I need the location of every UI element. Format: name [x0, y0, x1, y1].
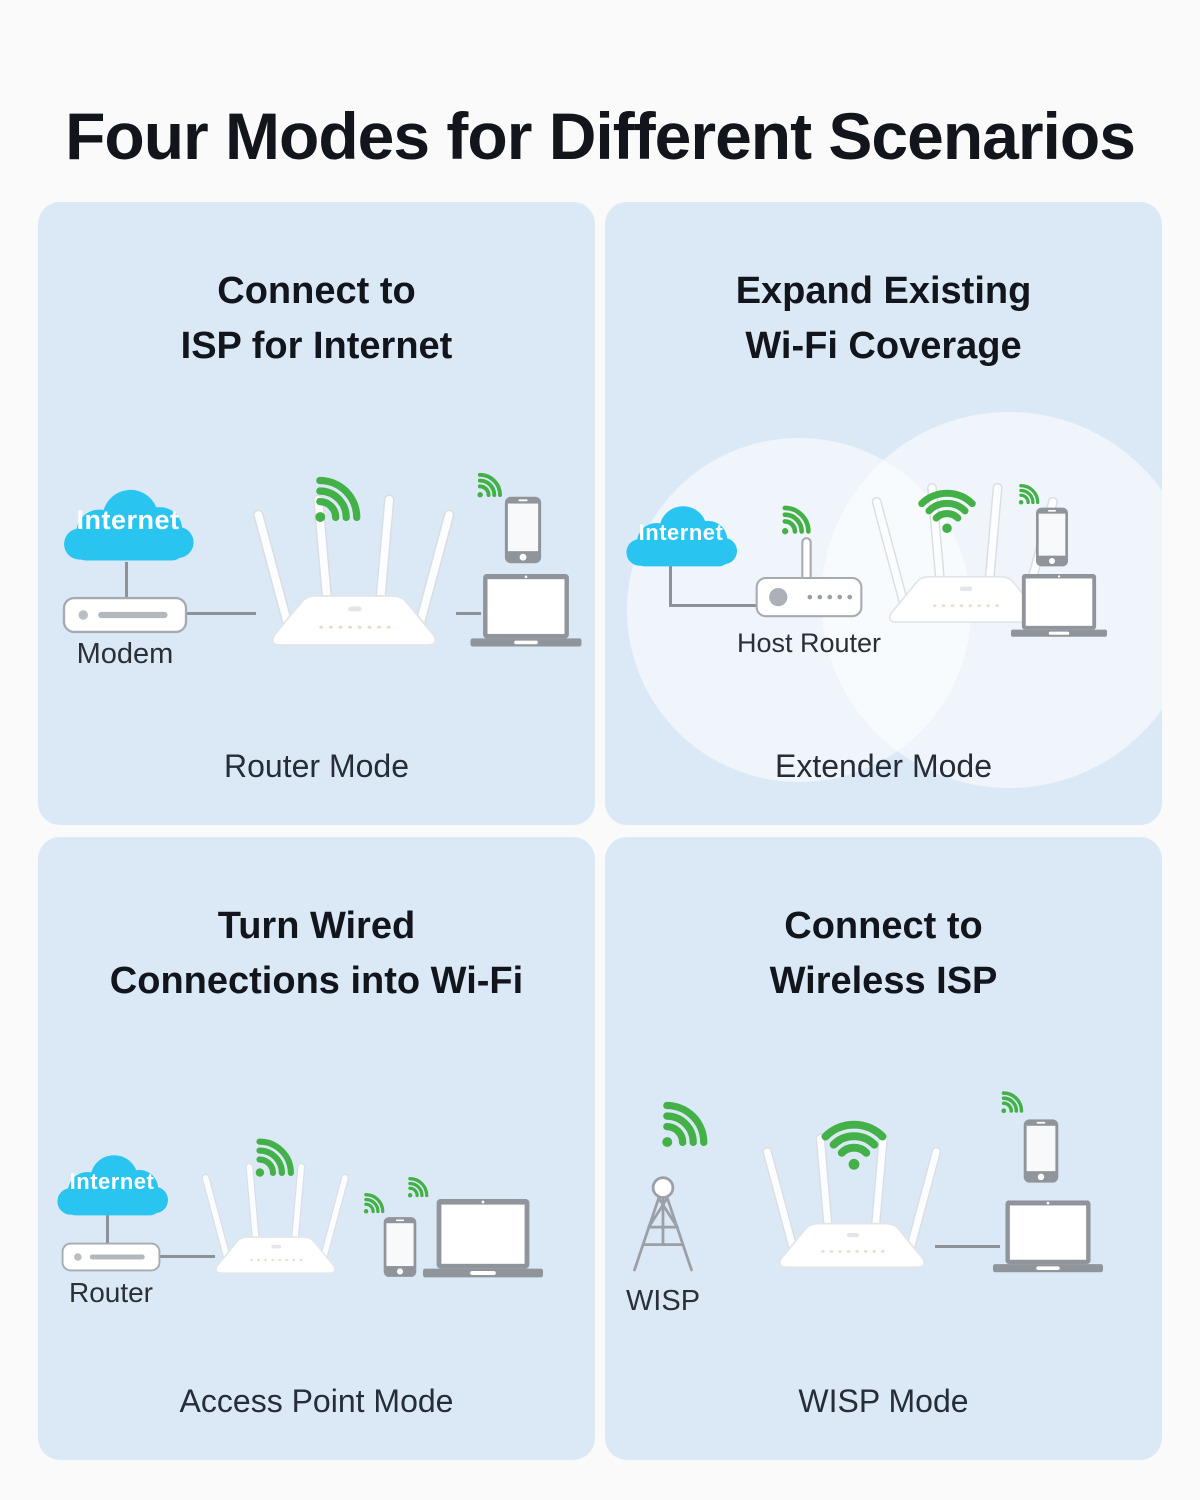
card-wisp-mode: Connect to Wireless ISP WISP WISP Mode [605, 837, 1162, 1460]
wifi-signal-icon [356, 1189, 386, 1219]
card-access-point-mode: Turn Wired Connections into Wi-Fi Intern… [38, 837, 595, 1460]
mode-label: Access Point Mode [179, 1383, 454, 1419]
mode-label: WISP Mode [798, 1383, 969, 1419]
card-router-mode: Connect to ISP for Internet Internet Mod… [38, 202, 595, 825]
modem-icon [62, 596, 188, 634]
card-heading-line2: Wireless ISP [769, 960, 998, 1003]
mode-label: Extender Mode [774, 748, 992, 784]
wifi-signal-icon [468, 468, 504, 504]
cloud-label: Internet [638, 520, 724, 546]
mode-label: Router Mode [224, 748, 409, 784]
wifi-signal-icon [818, 1113, 890, 1171]
wire-router-ap [160, 1255, 215, 1258]
wifi-signal-icon [298, 468, 364, 534]
card-heading: Turn Wired Connections into Wi-Fi [38, 899, 595, 1009]
wire-modem-router [186, 612, 256, 615]
smartphone-icon [1035, 507, 1069, 567]
host-router-label: Host Router [736, 628, 882, 658]
wifi-signal-icon [645, 1093, 711, 1159]
wire-router-laptop [935, 1245, 1000, 1248]
smartphone-icon [504, 496, 542, 564]
page-title: Four Modes for Different Scenarios [65, 99, 1136, 174]
wisp-label: WISP [625, 1285, 701, 1317]
smartphone-icon [1023, 1117, 1059, 1185]
wire-cloud-down [669, 566, 672, 606]
wifi-signal-icon [1011, 480, 1041, 510]
wire-to-host-router [669, 604, 759, 607]
card-heading-line1: Turn Wired [217, 905, 416, 947]
wire-router-laptop [456, 612, 481, 615]
card-heading-line2: ISP for Internet [180, 325, 453, 368]
smartphone-icon [383, 1215, 417, 1279]
router-label: Router [68, 1277, 154, 1308]
card-heading: Connect to Wireless ISP [605, 899, 1162, 1009]
wire-cloud-modem [125, 562, 128, 598]
laptop-icon [993, 1199, 1103, 1275]
wifi-signal-icon [993, 1087, 1025, 1119]
laptop-icon [1011, 574, 1107, 638]
internet-cloud-icon: Internet [621, 502, 741, 572]
wisp-tower-icon [625, 1167, 701, 1281]
card-heading-line1: Expand Existing [735, 270, 1032, 312]
wifi-signal-icon [915, 483, 979, 534]
card-heading: Connect to ISP for Internet [38, 264, 595, 374]
internet-cloud-icon: Internet [52, 1151, 172, 1221]
cloud-label: Internet [76, 505, 180, 536]
laptop-icon [416, 1199, 550, 1279]
modem-label: Modem [76, 638, 174, 670]
cloud-label: Internet [69, 1169, 155, 1195]
card-heading-line1: Connect to [217, 270, 416, 312]
card-heading-line2: Wi-Fi Coverage [745, 325, 1022, 368]
laptop-icon [470, 574, 582, 648]
wire-cloud-router [106, 1215, 109, 1243]
wired-router-icon [61, 1241, 161, 1273]
card-heading: Expand Existing Wi-Fi Coverage [605, 264, 1162, 374]
internet-cloud-icon: Internet [58, 485, 198, 567]
card-heading-line2: Connections into Wi-Fi [109, 960, 524, 1003]
wifi-signal-icon [241, 1131, 297, 1187]
host-router-icon [755, 536, 863, 620]
card-heading-line1: Connect to [784, 905, 983, 947]
card-extender-mode: Expand Existing Wi-Fi Coverage Internet … [605, 202, 1162, 825]
